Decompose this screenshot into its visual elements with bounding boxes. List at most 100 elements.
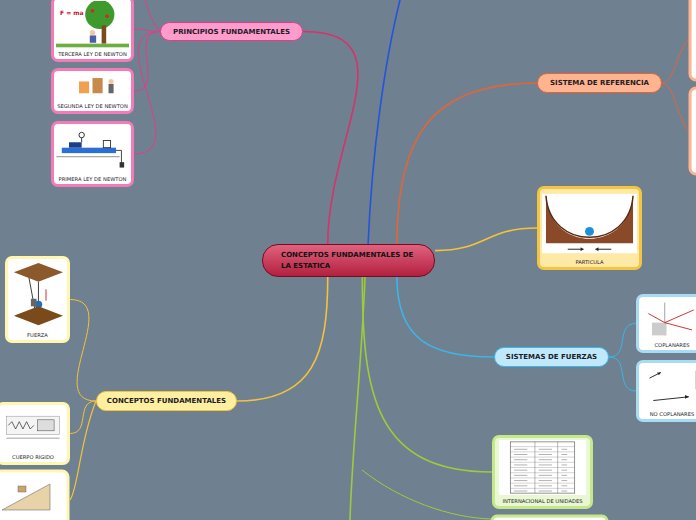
green-sub-branch (362, 470, 492, 519)
push-illustration (56, 73, 129, 100)
illustration (641, 299, 696, 339)
table-cell-mark (561, 485, 567, 486)
table-cell-mark (539, 491, 552, 492)
branch-connector (435, 228, 537, 251)
topic-pill: CONCEPTOS FUNDAMENTALES (96, 391, 237, 411)
table-cell-mark (539, 464, 552, 465)
branch-connector (609, 357, 636, 391)
table-cell-mark (514, 491, 527, 492)
cut-card (0, 471, 68, 520)
image-card: FUERZA (5, 256, 70, 343)
table-rule (510, 446, 574, 447)
table-cell-mark (561, 454, 567, 455)
branch-connector (134, 29, 160, 32)
table-rule (510, 483, 574, 484)
coplanar-illustration (641, 299, 696, 339)
incline-figure (2, 484, 50, 510)
illustration (56, 126, 129, 173)
node-label: PRIMERA LEY DE NEWTON (54, 176, 131, 182)
tree-illustration (56, 1, 129, 48)
node-label: CONCEPTOS FUNDAMENTALES DE LA ESTATICA (281, 250, 420, 270)
table-cell-mark (561, 480, 567, 481)
image-card: NO COPLANARES (636, 360, 696, 422)
table-rule (510, 472, 574, 473)
table-rule (510, 451, 574, 452)
yellow-sub-branch (70, 401, 96, 500)
table-rule (510, 457, 574, 458)
force-illustration (10, 261, 65, 329)
table-cell-mark (561, 475, 567, 476)
topic-pill: PRINCIPIOS FUNDAMENTALES (160, 22, 303, 41)
cut-card (690, 0, 696, 80)
rigid-body-illustration (1, 407, 65, 451)
illustration (1, 407, 65, 451)
branch-connector (397, 277, 494, 357)
cart-illustration (56, 126, 129, 173)
image-card: TERCERA LEY DE NEWTON F = ma (51, 0, 134, 62)
node-label: CUERPO RIGIDO (0, 454, 67, 460)
orange-sub-branch (662, 40, 690, 83)
cut-card (690, 88, 696, 174)
table-cell-mark (539, 475, 552, 476)
table-rule (510, 467, 574, 468)
table-rule (510, 477, 574, 478)
table-cell-mark (561, 491, 567, 492)
table-cell-mark (539, 480, 552, 481)
image-card: PRIMERA LEY DE NEWTON (51, 121, 134, 187)
image-card: CUERPO RIGIDO (0, 402, 70, 465)
table-cell-mark (561, 449, 567, 450)
table-cell-mark (514, 470, 527, 471)
illustration (56, 73, 129, 100)
table-cell-mark (514, 464, 527, 465)
branch-connector (134, 32, 160, 92)
table-cell-mark (514, 485, 527, 486)
branch-connector (134, 32, 160, 155)
branch-connector (362, 277, 492, 472)
illustration (10, 261, 65, 329)
node-label: COPLANARES (639, 342, 696, 348)
node-label: NO COPLANARES (639, 411, 696, 417)
node-label: SISTEMA DE REFERENCIA (550, 79, 649, 87)
branch-connector (397, 83, 537, 244)
illustration (56, 1, 129, 48)
table-rule (510, 462, 574, 463)
table-cell-mark (561, 470, 567, 471)
table-cell-mark (514, 454, 527, 455)
formula-label: F = ma (60, 9, 84, 16)
node-label: TERCERA LEY DE NEWTON (54, 51, 131, 57)
central-topic: CONCEPTOS FUNDAMENTALES DE LA ESTATICA (262, 244, 435, 277)
branch-connector (70, 401, 96, 434)
table-rule (510, 488, 574, 489)
branch-connector (609, 324, 636, 358)
table-cell-mark (514, 480, 527, 481)
node-label: SISTEMAS DE FUERZAS (506, 353, 597, 361)
table-cell-mark (561, 464, 567, 465)
illustration (641, 365, 696, 408)
image-card: INTERNACIONAL DE UNIDADES (492, 435, 593, 509)
node-label: FUERZA (8, 332, 67, 338)
branch-connector (70, 300, 96, 402)
table-cell-mark (539, 454, 552, 455)
table-cell-mark (514, 449, 527, 450)
topic-pill: SISTEMA DE REFERENCIA (537, 73, 662, 93)
table-cell-mark (539, 485, 552, 486)
node-label: SEGUNDA LEY DE NEWTON (54, 103, 131, 109)
table-cell-mark (539, 470, 552, 471)
orange-sub-branch (662, 83, 690, 130)
table-cell-mark (539, 459, 552, 460)
table-cell-mark (514, 459, 527, 460)
image-card: COPLANARES (636, 294, 696, 353)
image-card: PARTICULA (537, 186, 642, 270)
topic-pill: SISTEMAS DE FUERZAS (494, 347, 609, 367)
node-label: PRINCIPIOS FUNDAMENTALES (173, 28, 290, 36)
table-cell-mark (514, 475, 527, 476)
pink-sub-branch (145, 0, 160, 31)
cut-card (492, 516, 607, 520)
node-label: PARTICULA (540, 259, 639, 265)
illustration (497, 440, 588, 495)
units-table (497, 440, 588, 495)
branch-connector (303, 32, 358, 245)
block-figure (18, 486, 26, 492)
illustration (542, 191, 637, 256)
node-label: INTERNACIONAL DE UNIDADES (495, 498, 590, 504)
